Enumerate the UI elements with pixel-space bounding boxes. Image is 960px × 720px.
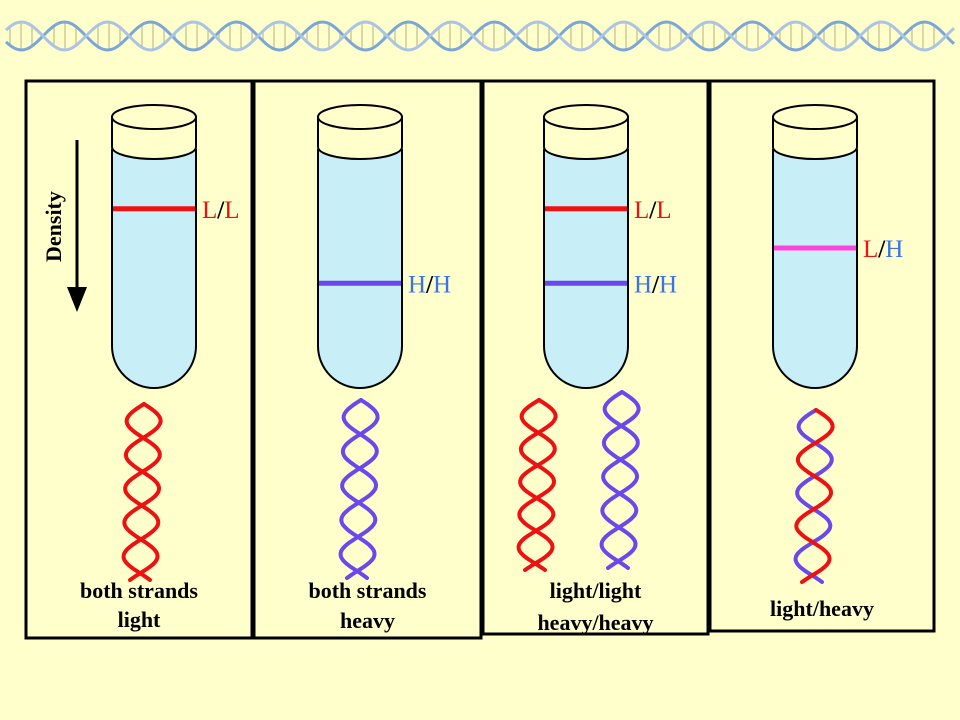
panel-frame [708, 79, 936, 633]
test-tube-body [111, 149, 197, 389]
band-label-part: / [425, 271, 434, 298]
density-arrow: Density [41, 140, 87, 312]
band-label-part: H [408, 271, 426, 298]
panel-frame [252, 79, 483, 640]
band-label-part: H [659, 271, 677, 298]
band-label-part: H [885, 236, 903, 263]
band-label-part: L [202, 197, 217, 224]
dna-banner [4, 20, 956, 52]
dna-strand-heavy [338, 398, 379, 580]
test-tube-body [317, 149, 403, 389]
dna-strand-light [122, 402, 163, 582]
band-label-part: / [651, 271, 660, 298]
dna-strand-light [121, 402, 162, 582]
band-label: L/H [863, 236, 903, 263]
panel-caption-line: both strands [80, 578, 198, 603]
band-label-part: / [648, 197, 657, 224]
dna-banner-strand [4, 20, 956, 52]
band-label: H/H [408, 271, 451, 298]
density-label: Density [41, 191, 66, 262]
dna-strand-heavy [599, 390, 640, 570]
dna-strand-heavy [793, 408, 834, 584]
band-label-part: H [433, 271, 451, 298]
panel-caption-line: both strands [309, 578, 427, 603]
panel-frame [24, 79, 254, 640]
band-label-part: L [656, 197, 671, 224]
band-label-part: / [216, 197, 225, 224]
dna-strand-light [794, 408, 835, 584]
band-label: L/L [634, 197, 672, 224]
test-tube-cap-top [317, 104, 403, 130]
panel-caption-line: light/light [550, 578, 642, 603]
test-tube-cap-top [111, 104, 197, 130]
band-label-part: L [863, 236, 878, 263]
test-tube-body [772, 149, 858, 389]
panel-caption-line: heavy [340, 608, 395, 633]
test-tube-cap-top [543, 104, 629, 130]
band-label: H/H [634, 271, 677, 298]
dna-banner-strand [4, 20, 956, 52]
band-label: L/L [202, 197, 240, 224]
band-label-part: L [634, 197, 649, 224]
panel-caption-line: heavy/heavy [537, 610, 653, 635]
band-label-part: L [224, 197, 239, 224]
test-tube-cap-top [772, 104, 858, 130]
arrow-down-icon [67, 287, 87, 312]
dna-strand-heavy [600, 390, 641, 570]
band-label-part: / [877, 236, 886, 263]
panel-frame [481, 79, 710, 636]
dna-strand-heavy [339, 398, 380, 580]
dna-strand-light [517, 398, 558, 572]
dna-strand-light [516, 398, 557, 572]
test-tube-body [543, 149, 629, 389]
band-label-part: H [634, 271, 652, 298]
panel-caption-line: light [118, 607, 161, 632]
panel-caption-line: light/heavy [770, 596, 874, 621]
